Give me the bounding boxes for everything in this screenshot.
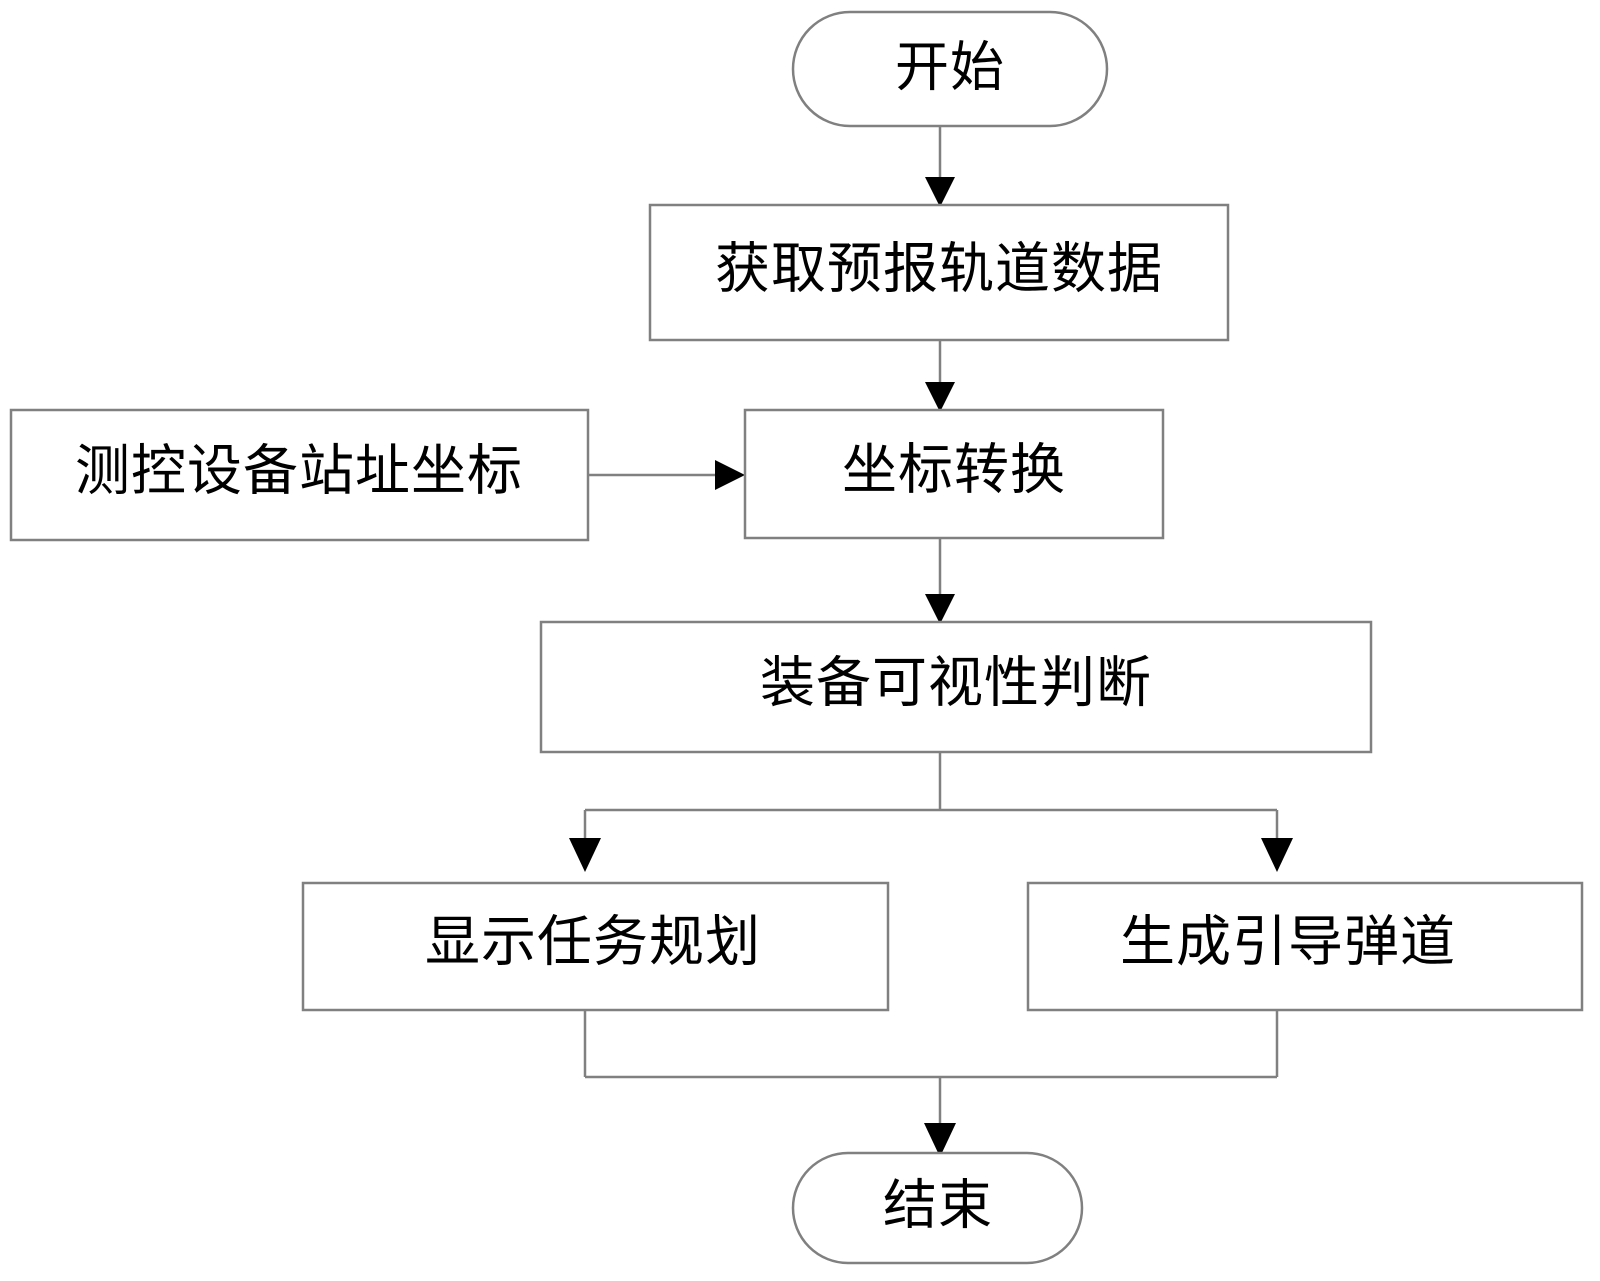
arrow-head-icon (715, 460, 745, 490)
arrow-head-icon (569, 838, 601, 872)
node-end-shape (791, 1151, 1084, 1265)
node-generate-traj-shape (1026, 881, 1584, 1012)
arrow-head-icon (925, 594, 955, 624)
node-station-coords-label: 测控设备站址坐标 (75, 441, 523, 502)
edge-branches-merge-to-end (583, 1010, 1279, 1157)
node-station-coords-shape (9, 408, 590, 542)
arrow-head-icon (924, 1123, 956, 1157)
node-end-label: 结束 (883, 1175, 993, 1235)
node-station-coords[interactable]: 测控设备站址坐标 (9, 408, 590, 542)
node-end[interactable]: 结束 (791, 1151, 1084, 1265)
edge-coord-transform-to-visibility (925, 538, 955, 624)
node-display-plan[interactable]: 显示任务规划 (301, 881, 890, 1012)
node-start-label: 开始 (895, 37, 1005, 97)
edge-start-to-fetch-orbit (925, 126, 955, 207)
node-coord-transform-label: 坐标转换 (842, 440, 1066, 501)
arrow-head-icon (925, 177, 955, 207)
arrow-head-icon (1261, 838, 1293, 872)
node-fetch-orbit[interactable]: 获取预报轨道数据 (648, 203, 1230, 342)
node-fetch-orbit-shape (648, 203, 1230, 342)
node-display-plan-label: 显示任务规划 (425, 912, 761, 973)
node-generate-traj[interactable]: 生成引导弹道 (1026, 881, 1584, 1012)
node-fetch-orbit-label: 获取预报轨道数据 (715, 239, 1163, 300)
node-visibility-shape (539, 620, 1373, 754)
node-generate-traj-label: 生成引导弹道 (1120, 912, 1456, 973)
node-visibility[interactable]: 装备可视性判断 (539, 620, 1373, 754)
edge-visibility-split (569, 752, 1293, 872)
arrow-head-icon (925, 382, 955, 412)
edge-fetch-orbit-to-coord-transform (925, 340, 955, 412)
edge-station-coords-to-coord-transform (588, 460, 745, 490)
node-display-plan-shape (301, 881, 890, 1012)
node-coord-transform-shape (743, 408, 1165, 540)
node-start[interactable]: 开始 (791, 10, 1109, 128)
node-visibility-label: 装备可视性判断 (760, 653, 1152, 714)
node-start-shape (791, 10, 1109, 128)
node-coord-transform[interactable]: 坐标转换 (743, 408, 1165, 540)
